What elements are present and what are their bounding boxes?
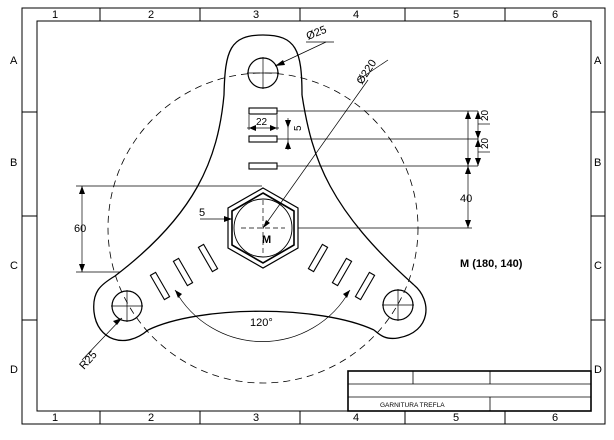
holes bbox=[111, 57, 414, 322]
zone-row-d-left: D bbox=[10, 364, 18, 376]
dim-slot-to-center: 40 bbox=[460, 193, 472, 205]
zone-col-4-top: 4 bbox=[353, 9, 359, 21]
zone-col-6-top: 6 bbox=[552, 9, 558, 21]
zone-row-a-left: A bbox=[10, 55, 18, 67]
hex-nut bbox=[227, 187, 299, 269]
zone-row-b-right: B bbox=[594, 157, 601, 169]
zone-dividers bbox=[22, 8, 605, 424]
zone-row-d-right: D bbox=[594, 364, 602, 376]
zone-row-b-left: B bbox=[10, 157, 17, 169]
center-point-label: M bbox=[262, 234, 271, 246]
title-block bbox=[347, 370, 592, 412]
zone-col-2-bottom: 2 bbox=[148, 412, 154, 424]
dim-hex-offset: 5 bbox=[199, 207, 205, 219]
inner-frame bbox=[36, 20, 592, 412]
dim-slot-height: 5 bbox=[293, 125, 304, 131]
zone-col-6-bottom: 6 bbox=[552, 412, 558, 424]
zone-col-1-top: 1 bbox=[52, 9, 58, 21]
title-block-title: GARNITURA TREFLA bbox=[380, 402, 445, 409]
arrowheads bbox=[79, 60, 481, 325]
zone-col-2-top: 2 bbox=[148, 9, 154, 21]
zone-row-c-right: C bbox=[594, 260, 602, 272]
dimension-lines bbox=[76, 41, 490, 361]
zone-col-4-bottom: 4 bbox=[353, 412, 359, 424]
dim-slot-spacing-1: 20 bbox=[480, 109, 491, 121]
outer-frame bbox=[21, 7, 606, 425]
part-outline bbox=[93, 34, 427, 342]
dim-hole-diameter: Ø25 bbox=[305, 24, 329, 43]
dim-bolt-circle-diameter: Ø220 bbox=[354, 58, 379, 87]
zone-col-5-bottom: 5 bbox=[453, 412, 459, 424]
dim-angle: 120° bbox=[250, 317, 273, 329]
dim-slot-width: 22 bbox=[256, 117, 268, 128]
center-marks bbox=[111, 57, 414, 322]
dim-slot-spacing-2: 20 bbox=[480, 137, 491, 149]
zone-col-5-top: 5 bbox=[453, 9, 459, 21]
center-coordinates: M (180, 140) bbox=[460, 258, 523, 270]
zone-row-a-right: A bbox=[594, 55, 602, 67]
zone-col-3-top: 3 bbox=[253, 9, 259, 21]
dim-end-radius: R25 bbox=[77, 349, 99, 372]
dim-center-height: 60 bbox=[74, 223, 86, 235]
zone-col-1-bottom: 1 bbox=[52, 412, 58, 424]
zone-row-c-left: C bbox=[10, 260, 18, 272]
zone-col-3-bottom: 3 bbox=[253, 412, 259, 424]
